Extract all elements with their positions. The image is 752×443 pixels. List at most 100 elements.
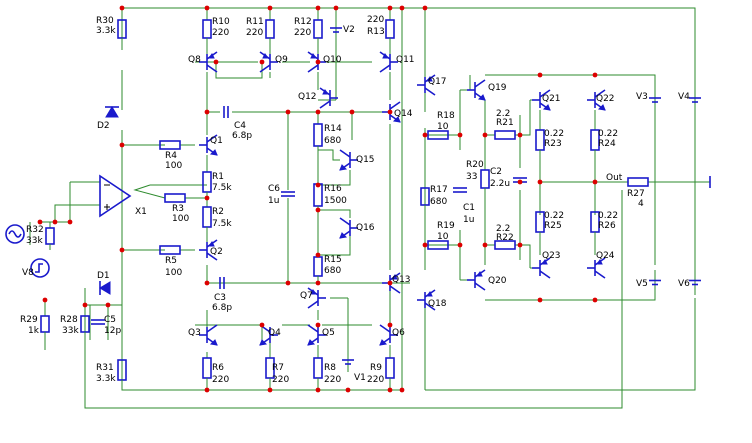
junction-9	[259, 59, 265, 65]
q21-ref-label: Q21	[542, 94, 561, 104]
junction-1	[204, 5, 210, 11]
r7-value-label: 220	[272, 375, 289, 385]
q11-transistor	[379, 51, 398, 73]
wire-19	[195, 61, 263, 79]
junction-6	[399, 5, 405, 11]
q15-transistor	[339, 149, 358, 171]
r30-ref-label: R30	[96, 16, 114, 26]
r8-value-label: 220	[324, 375, 341, 385]
r26-resistor	[590, 206, 600, 238]
junction-47	[592, 72, 598, 78]
c3-value-label: 6.8p	[212, 303, 232, 313]
q24-ref-label: Q24	[596, 251, 615, 261]
r24-value-label: 0.22	[598, 129, 618, 139]
wire-40	[318, 235, 351, 256]
v8-pulse-source	[30, 258, 50, 278]
wire-48	[133, 184, 166, 199]
r18-resistor	[427, 130, 449, 140]
junction-26	[259, 322, 265, 328]
r28-resistor	[80, 310, 90, 338]
q4-ref-label: Q4	[268, 328, 281, 338]
r5-value-label: 100	[165, 268, 182, 278]
wire-layer	[29, 7, 710, 409]
q18-transistor	[417, 289, 436, 311]
r4-resistor	[159, 140, 181, 150]
r6-ref-label: R6	[212, 363, 224, 373]
r12-value-label: 220	[294, 28, 311, 38]
v6-voltage-source	[689, 270, 701, 295]
r11-ref-label: R11	[246, 17, 264, 27]
junction-28	[387, 322, 393, 328]
c6-ref-label: C6	[268, 184, 280, 194]
junction-5	[387, 5, 393, 11]
c5-capacitor	[91, 319, 105, 325]
junction-35	[422, 132, 428, 138]
r21-resistor	[494, 130, 516, 140]
r28-ref-label: R28	[60, 315, 78, 325]
r21-ref-label: R21	[496, 118, 514, 128]
r2-resistor	[202, 201, 212, 233]
v3-voltage-source	[649, 88, 661, 112]
r5-resistor	[159, 245, 181, 255]
r2-value-label: 7.5k	[212, 219, 232, 229]
wire-60	[84, 190, 623, 409]
r32-value-label: 33k	[26, 236, 43, 246]
junction-54	[52, 219, 58, 225]
q9-ref-label: Q9	[275, 55, 288, 65]
r24-resistor	[590, 124, 600, 156]
junction-22	[204, 280, 210, 286]
junction-45	[517, 179, 523, 185]
r13-ref-label: R13	[367, 27, 385, 37]
wire-38	[318, 170, 351, 186]
v4-voltage-source	[689, 88, 701, 112]
r26-value-label: 0.22	[598, 211, 618, 221]
component-layer	[5, 14, 711, 386]
c1-capacitor	[453, 187, 467, 193]
q14-ref-label: Q14	[394, 109, 413, 119]
junction-31	[315, 387, 321, 393]
r2-ref-label: R2	[212, 207, 224, 217]
r22-value-label: 2.2	[496, 224, 510, 234]
junction-29	[204, 387, 210, 393]
q23-transistor	[532, 257, 551, 279]
wire-57	[54, 204, 100, 222]
wire-90	[485, 275, 656, 301]
r19-value-label: 10	[437, 232, 449, 242]
q5-transistor	[307, 324, 326, 346]
v2-ref-label: V2	[343, 25, 355, 35]
q1-ref-label: Q1	[210, 136, 223, 146]
junction-55	[37, 219, 43, 225]
junction-32	[345, 387, 351, 393]
v1-voltage-source	[342, 352, 354, 372]
r32-resistor	[45, 222, 55, 250]
junction-10	[315, 59, 321, 65]
r6-value-label: 220	[212, 375, 229, 385]
r20-resistor	[480, 164, 490, 194]
r29-value-label: 1k	[28, 326, 40, 336]
q13-ref-label: Q13	[392, 275, 411, 285]
junction-23	[285, 280, 291, 286]
junction-14	[349, 109, 355, 115]
d1-ref-label: D1	[97, 271, 110, 281]
junction-41	[517, 132, 523, 138]
junction-50	[82, 302, 88, 308]
r29-ref-label: R29	[20, 315, 38, 325]
r11-value-label: 220	[246, 28, 263, 38]
junction-8	[213, 59, 219, 65]
junction-46	[537, 72, 543, 78]
c1-ref-label: C1	[463, 203, 475, 213]
c3-ref-label: C3	[214, 293, 226, 303]
junction-15	[387, 109, 393, 115]
r13-value-label: 220	[367, 15, 384, 25]
r23-value-label: 0.22	[544, 129, 564, 139]
q17-ref-label: Q17	[428, 77, 447, 87]
junction-4	[333, 5, 339, 11]
r20-value-label: 33	[466, 172, 477, 182]
v1-ref-label: V1	[354, 373, 366, 383]
r26-ref-label: R26	[598, 221, 616, 231]
r21-value-label: 2.2	[496, 109, 510, 119]
c2-value-label: 2.2u	[490, 179, 510, 189]
q20-ref-label: Q20	[488, 276, 507, 286]
r14-value-label: 680	[324, 136, 341, 146]
